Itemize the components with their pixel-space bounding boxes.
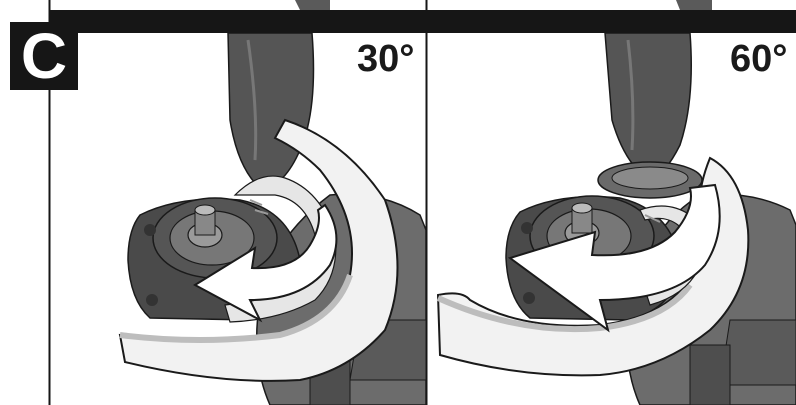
top-strip-detail-left — [295, 0, 330, 10]
section-label-box: C — [10, 22, 78, 90]
angle-label-left: 30° — [357, 38, 414, 81]
header-bar — [50, 10, 796, 33]
section-label: C — [10, 22, 78, 90]
panel-left-illustration — [120, 33, 426, 405]
top-strip-detail-right — [676, 0, 712, 10]
angle-label-right: 60° — [730, 38, 787, 81]
panel-right-illustration — [438, 33, 796, 405]
